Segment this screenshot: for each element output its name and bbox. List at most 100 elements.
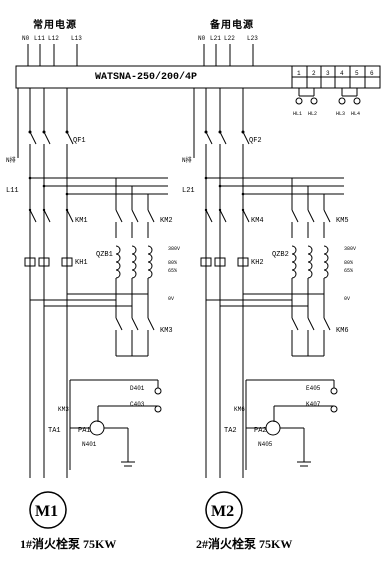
transformer-coil bbox=[323, 269, 329, 279]
control-code: C403 bbox=[130, 401, 145, 408]
contact bbox=[147, 209, 155, 223]
contact bbox=[131, 209, 139, 223]
tap-label: 380V bbox=[168, 246, 180, 252]
breaker-contact bbox=[42, 130, 46, 134]
ammeter-label: PA2 bbox=[254, 427, 267, 435]
terminal-point bbox=[154, 387, 162, 395]
tap-label: 65% bbox=[168, 268, 177, 274]
pump-title: 2#消火栓泵 75KW bbox=[196, 536, 292, 551]
thermal-relay-label: KH2 bbox=[251, 259, 264, 267]
ct-label: TA2 bbox=[224, 427, 237, 435]
terminal-number: 1 bbox=[297, 70, 301, 77]
breaker-blade bbox=[219, 131, 227, 145]
ct-label: TA1 bbox=[48, 427, 61, 435]
thermal-relay-element bbox=[38, 257, 50, 267]
junction bbox=[65, 192, 69, 196]
contactor-label: KM3 bbox=[160, 327, 173, 335]
main-phase-label: L12 bbox=[48, 35, 59, 42]
terminal-point bbox=[330, 405, 338, 413]
backup-phase-label: L22 bbox=[224, 35, 235, 42]
control-code: D401 bbox=[130, 385, 145, 392]
neutral-label: N排 bbox=[182, 156, 192, 164]
transformer-coil bbox=[291, 269, 297, 279]
thermal-relay-element bbox=[24, 257, 36, 267]
contact bbox=[307, 317, 315, 331]
relay-label: KM3 bbox=[58, 406, 69, 413]
terminal-number: 6 bbox=[370, 70, 374, 77]
breaker-blade bbox=[205, 131, 213, 145]
thermal-relay-element bbox=[200, 257, 212, 267]
transformer-coil bbox=[291, 253, 297, 263]
pump-title: 1#消火栓泵 75KW bbox=[20, 536, 116, 551]
contact-node bbox=[204, 208, 208, 212]
contact-node bbox=[42, 208, 46, 212]
tap-label: 65% bbox=[344, 268, 353, 274]
tap-label: 380V bbox=[344, 246, 356, 252]
transformer-coil bbox=[131, 245, 137, 255]
indicator-lamp-label: HL4 bbox=[351, 111, 360, 117]
breaker-blade bbox=[29, 131, 37, 145]
transformer-coil bbox=[131, 261, 137, 271]
relay-label: KM6 bbox=[234, 406, 245, 413]
transformer-coil bbox=[291, 245, 297, 255]
contact-node bbox=[241, 208, 245, 212]
transformer-coil bbox=[147, 253, 153, 263]
backup-supply-title: 备用电源 bbox=[210, 20, 254, 31]
contact-node bbox=[65, 208, 69, 212]
transformer-coil bbox=[323, 261, 329, 271]
thermal-relay-label: KH1 bbox=[75, 259, 88, 267]
breaker-contact bbox=[28, 130, 32, 134]
main-phase-label: L11 bbox=[34, 35, 45, 42]
tap-label: 0V bbox=[344, 296, 350, 302]
transformer-coil bbox=[115, 269, 121, 279]
terminal-point bbox=[330, 387, 338, 395]
transformer-coil bbox=[115, 245, 121, 255]
terminal-number: 2 bbox=[312, 70, 316, 77]
transformer-coil bbox=[115, 253, 121, 263]
contactor-label: KM1 bbox=[75, 217, 88, 225]
transformer-coil bbox=[115, 261, 121, 271]
ats-label: WATSNA-250/200/4P bbox=[95, 72, 198, 83]
transformer-coil bbox=[307, 269, 313, 279]
thermal-relay-element bbox=[214, 257, 226, 267]
neutral-label: N排 bbox=[6, 156, 16, 164]
transformer-coil bbox=[307, 253, 313, 263]
transformer-coil bbox=[323, 245, 329, 255]
contact bbox=[115, 209, 123, 223]
tap-label: 80% bbox=[168, 260, 177, 266]
contact bbox=[291, 317, 299, 331]
control-code: K407 bbox=[306, 401, 321, 408]
breaker-contact bbox=[241, 130, 245, 134]
terminal-point bbox=[154, 405, 162, 413]
transformer-coil bbox=[131, 269, 137, 279]
line-label: L21 bbox=[182, 187, 195, 195]
control-code: N405 bbox=[258, 441, 273, 448]
tap-label: 80% bbox=[344, 260, 353, 266]
main-phase-label: L13 bbox=[71, 35, 82, 42]
indicator-lamp-label: HL1 bbox=[293, 111, 302, 117]
main-supply-title: 常用电源 bbox=[33, 20, 77, 31]
breaker-blade bbox=[43, 131, 51, 145]
contact bbox=[66, 209, 74, 223]
indicator-lamp-label: HL3 bbox=[336, 111, 345, 117]
transformer-coil bbox=[307, 245, 313, 255]
backup-phase-label: L21 bbox=[210, 35, 221, 42]
contact bbox=[291, 209, 299, 223]
breaker-label: QF2 bbox=[249, 137, 262, 145]
contact bbox=[323, 209, 331, 223]
motor-symbol bbox=[29, 491, 67, 529]
breaker-contact bbox=[65, 130, 69, 134]
control-code: E405 bbox=[306, 385, 321, 392]
contact bbox=[115, 317, 123, 331]
junction bbox=[204, 176, 208, 180]
ammeter-label: PA1 bbox=[78, 427, 91, 435]
junction bbox=[241, 192, 245, 196]
contact bbox=[323, 317, 331, 331]
autotransformer-label: QZB2 bbox=[272, 251, 289, 259]
junction bbox=[42, 184, 46, 188]
contact bbox=[219, 209, 227, 223]
transformer-coil bbox=[291, 261, 297, 271]
terminal-number: 3 bbox=[326, 70, 330, 77]
